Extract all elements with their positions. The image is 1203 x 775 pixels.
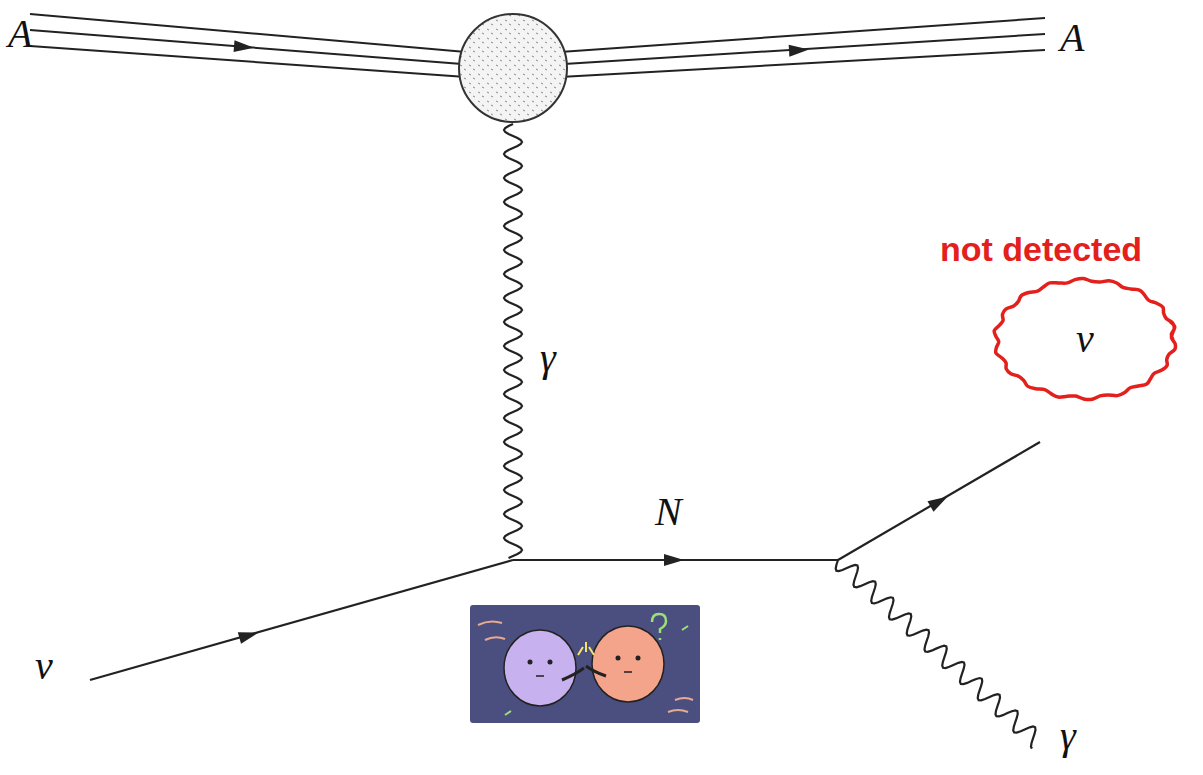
nucleus-label: A <box>8 14 32 54</box>
particle-label: ν <box>35 646 53 686</box>
particle-label: γ <box>540 338 556 378</box>
nucleus-label: A <box>1060 18 1084 58</box>
circled-particle: ν <box>990 272 1180 406</box>
nucleus-blob <box>459 14 567 122</box>
circle-outline <box>994 278 1175 399</box>
arrowheads <box>234 40 951 644</box>
cartoon-image <box>470 605 700 723</box>
photon-line <box>836 560 1036 749</box>
particle-label: N <box>655 492 682 532</box>
nucleus-lines-out <box>560 18 1045 77</box>
nucleus-lines-in <box>30 14 466 77</box>
particle-label: γ <box>1060 716 1076 756</box>
particle-label: ν <box>1076 319 1094 359</box>
photon-line <box>504 124 522 558</box>
annotation-text: not detected <box>940 232 1142 266</box>
